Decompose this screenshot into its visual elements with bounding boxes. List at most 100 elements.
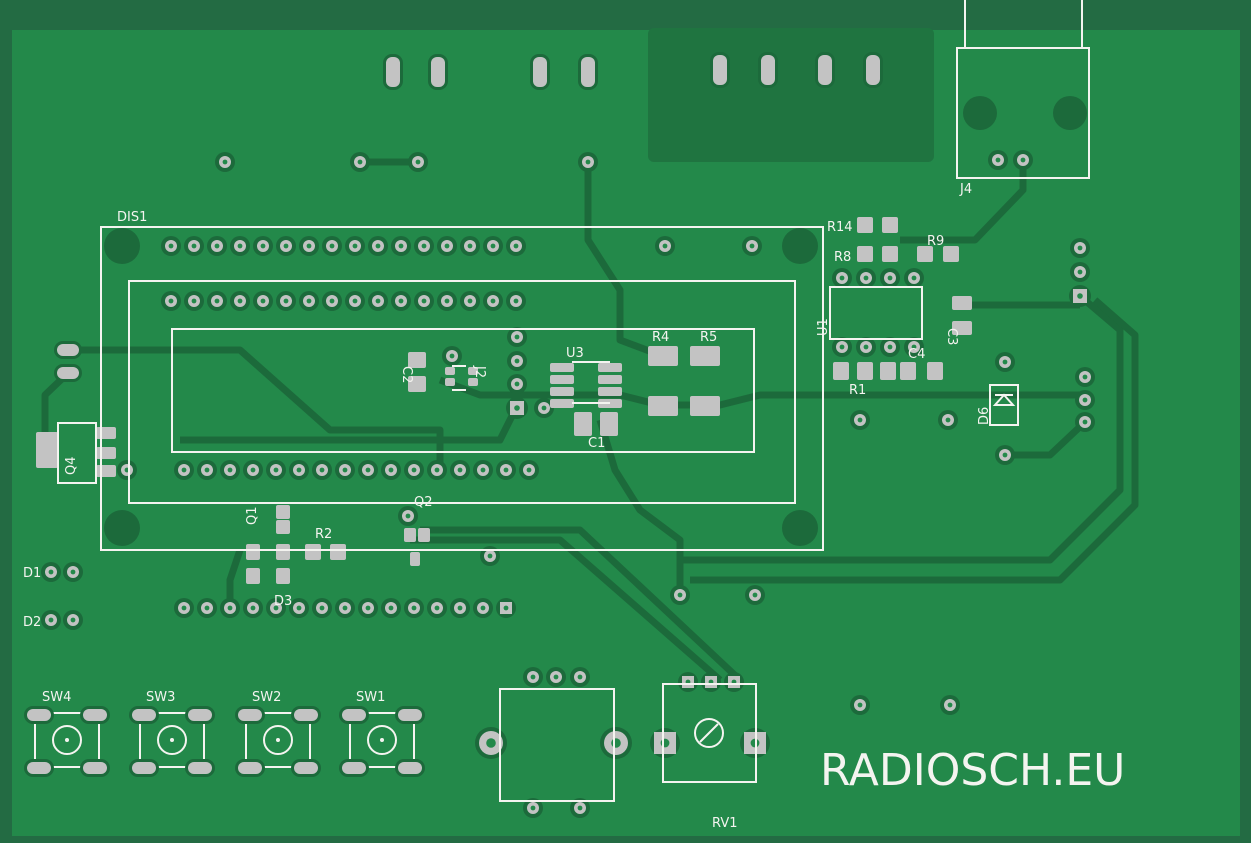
label-u3: U3 <box>566 346 584 361</box>
drill-hole <box>611 738 621 748</box>
smd-pad <box>96 465 116 477</box>
switch-actuator <box>367 725 397 755</box>
switch-pad <box>398 709 422 721</box>
slot-pad <box>386 57 400 87</box>
drill-hole <box>1002 452 1008 458</box>
smd-pad <box>598 387 622 396</box>
smd-pad <box>468 367 478 375</box>
drill-hole <box>365 467 371 473</box>
mounting-holes <box>104 96 1087 546</box>
drill-hole <box>329 243 335 249</box>
drill-hole <box>411 467 417 473</box>
switch-pad <box>27 709 51 721</box>
switch-actuator <box>52 725 82 755</box>
label-q2: Q2 <box>414 495 433 510</box>
drill-hole <box>457 605 463 611</box>
drill-hole <box>70 617 76 623</box>
drill-hole <box>911 275 917 281</box>
drill-hole <box>214 298 220 304</box>
smd-pad <box>833 362 849 380</box>
d6-outline <box>989 384 1019 426</box>
slot-pad <box>57 367 79 379</box>
through-hole-pads <box>41 150 1095 818</box>
drill-hole <box>70 569 76 575</box>
drill-hole <box>214 243 220 249</box>
label-c3: C3 <box>944 328 959 345</box>
drill-hole <box>342 467 348 473</box>
smd-pad <box>882 246 898 262</box>
drill-hole <box>490 298 496 304</box>
smd-pad <box>690 346 720 366</box>
smd-pad <box>550 363 574 372</box>
tactile-switches <box>24 706 425 777</box>
drill-hole <box>342 605 348 611</box>
designator-labels: DIS1 R14 R8 R9 J4 U1 C3 C4 R1 D6 R4 R5 U… <box>23 182 1125 831</box>
smd-pads <box>36 217 1016 584</box>
slot-pad <box>818 55 832 85</box>
label-sw1: SW1 <box>356 690 385 705</box>
drill-hole <box>1082 397 1088 403</box>
smd-pad <box>952 321 972 335</box>
drill-hole <box>863 344 869 350</box>
slot-pad <box>57 344 79 356</box>
drill-hole <box>434 467 440 473</box>
drill-hole <box>260 298 266 304</box>
drill-hole <box>191 243 197 249</box>
connector-slot-pads <box>54 52 883 382</box>
drill-hole <box>749 243 755 249</box>
smd-pad <box>598 375 622 384</box>
label-r8: R8 <box>834 250 851 265</box>
drill-hole <box>237 243 243 249</box>
label-d1: D1 <box>23 566 41 581</box>
drill-hole <box>405 513 411 519</box>
drill-hole <box>487 553 493 559</box>
switch-pad <box>132 709 156 721</box>
drill-hole <box>191 298 197 304</box>
switch-outline <box>349 712 415 768</box>
switch-actuator <box>157 725 187 755</box>
connector-keepout <box>648 28 934 162</box>
drill-hole <box>168 243 174 249</box>
switch-pad <box>342 709 366 721</box>
slot-pad <box>581 57 595 87</box>
label-q4: Q4 <box>64 456 79 475</box>
slot-pad <box>713 55 727 85</box>
drill-hole <box>375 243 381 249</box>
smd-pad <box>857 217 873 233</box>
label-q1: Q1 <box>245 506 260 525</box>
label-d6: D6 <box>977 407 992 425</box>
switch-actuator <box>263 725 293 755</box>
drill-hole <box>514 381 520 387</box>
label-rv1: RV1 <box>712 816 738 831</box>
switch-center <box>65 738 69 742</box>
smd-pad <box>550 375 574 384</box>
smd-pad <box>404 528 416 542</box>
rv1-outline <box>662 683 757 783</box>
drill-hole <box>250 605 256 611</box>
drill-hole <box>660 738 670 748</box>
drill-hole <box>319 467 325 473</box>
drill-hole <box>352 298 358 304</box>
drill-hole <box>467 243 473 249</box>
drill-hole <box>421 298 427 304</box>
drill-hole <box>503 467 509 473</box>
drill-hole <box>48 617 54 623</box>
drill-hole <box>513 298 519 304</box>
smd-pad <box>952 296 972 310</box>
display-window-outline <box>171 328 755 453</box>
label-c2: C2 <box>399 366 414 383</box>
drill-hole <box>388 605 394 611</box>
drill-hole <box>887 344 893 350</box>
drill-hole <box>227 467 233 473</box>
drill-hole <box>250 467 256 473</box>
drill-hole <box>237 298 243 304</box>
display-inner-outline <box>128 280 796 504</box>
drill-hole <box>273 467 279 473</box>
switch-pad <box>188 762 212 774</box>
drill-hole <box>541 405 547 411</box>
smd-pad <box>600 412 618 436</box>
slot-pad <box>761 55 775 85</box>
drill-hole <box>352 243 358 249</box>
smd-pad <box>598 363 622 372</box>
drill-hole <box>411 605 417 611</box>
